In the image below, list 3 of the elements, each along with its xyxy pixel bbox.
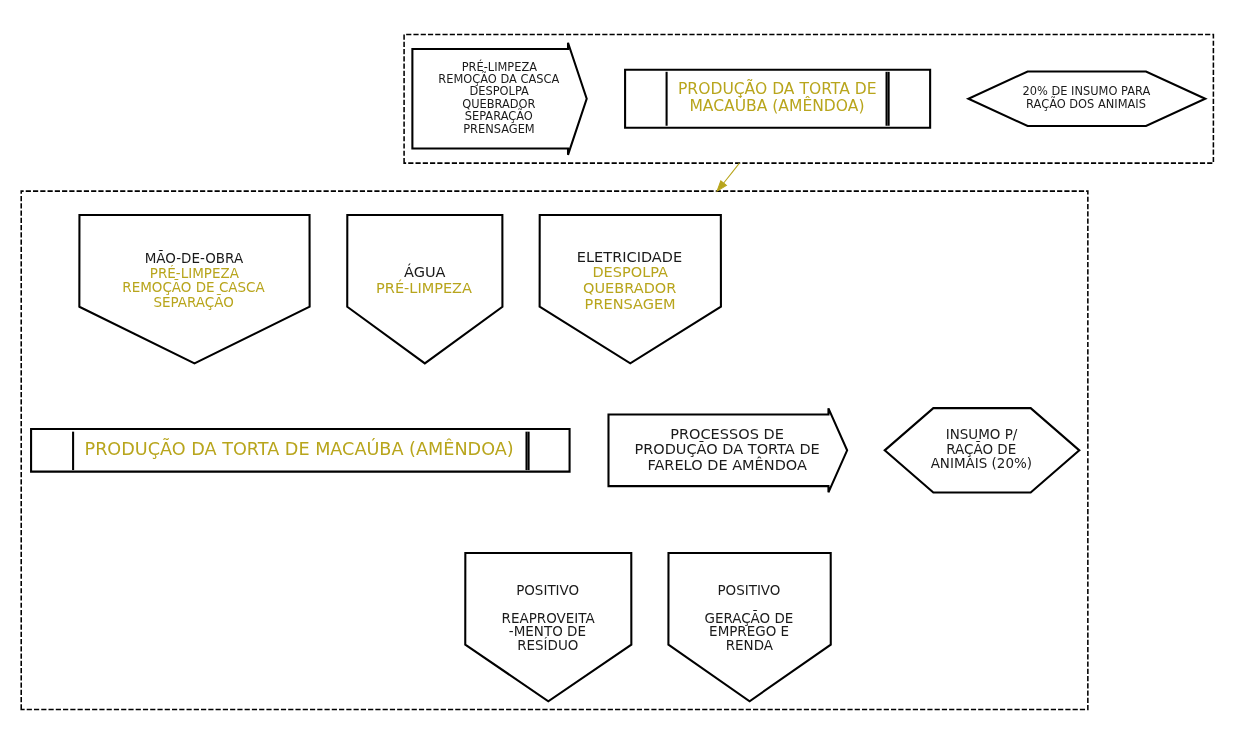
cluster [20,190,1089,711]
arrow [716,162,740,193]
cluster [403,33,1215,164]
